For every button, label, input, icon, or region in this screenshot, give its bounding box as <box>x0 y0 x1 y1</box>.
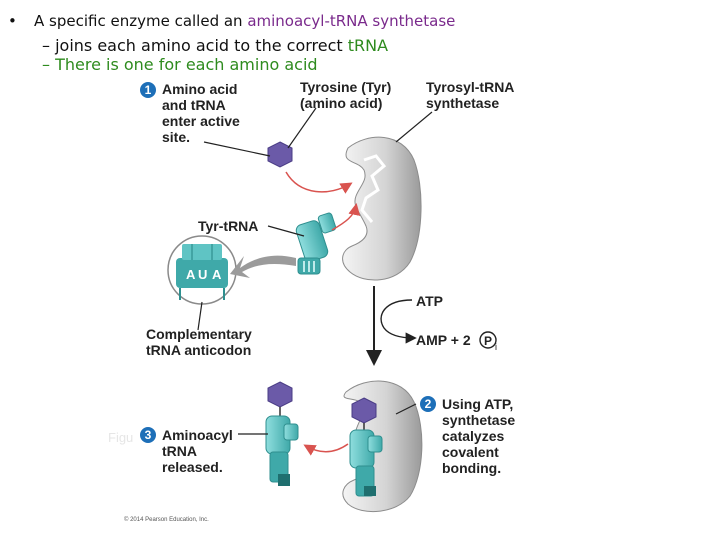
anticodon-label: Complementary tRNA anticodon <box>146 326 252 358</box>
subpoint-1-highlight: tRNA <box>347 36 389 55</box>
synthetase-label-line-1: Tyrosyl-tRNA <box>426 79 515 95</box>
anticodon-label-line-1: Complementary <box>146 326 252 342</box>
bound-trna <box>349 429 383 497</box>
subpoint-2: – There is one for each amino acid <box>42 55 318 74</box>
trna-entry-arrow <box>331 203 361 231</box>
subpoint-1: – joins each amino acid to the correct t… <box>42 36 388 55</box>
step-2-badge: 2 <box>420 396 436 412</box>
anticodon-loop <box>176 258 228 288</box>
bullet-symbol: • <box>8 12 17 30</box>
step-2-line-5: bonding. <box>442 460 502 476</box>
trna-top <box>295 212 337 275</box>
released-trna <box>265 415 299 486</box>
step-1-line-4: site. <box>162 129 191 145</box>
anticodon-leader-line <box>197 301 203 331</box>
anticodon-letter-3: A <box>212 267 222 282</box>
anticodon-letter-1: A <box>186 267 196 282</box>
step-3-line-2: tRNA <box>162 443 197 459</box>
step-1-line-3: enter active <box>162 113 240 129</box>
step-1-label: Amino acid and tRNA enter active site. <box>162 81 240 145</box>
anticodon-label-line-2: tRNA anticodon <box>146 342 252 358</box>
atp-arrow <box>380 299 417 344</box>
subpoint-2-dash: – <box>42 55 50 74</box>
tyrosine-amino-acid <box>267 141 293 168</box>
step-1-line-1: Amino acid <box>162 81 238 97</box>
tyrosine-leader-line <box>287 107 317 149</box>
anticodon-letter-2: U <box>198 267 207 282</box>
amp-label: AMP + 2 <box>416 332 471 348</box>
phosphate-letter: P <box>484 334 492 348</box>
bullet-text-prefix: A specific enzyme called an <box>34 12 248 30</box>
tyrosine-label: Tyrosine (Tyr) (amino acid) <box>300 79 391 111</box>
tyr-trna-leader-line <box>267 225 305 237</box>
step-3-line-1: Aminoacyl <box>162 427 233 443</box>
copyright-notice: © 2014 Pearson Education, Inc. <box>124 517 209 523</box>
step-2-label: Using ATP, synthetase catalyzes covalent… <box>442 396 515 476</box>
synthetase-label-line-2: synthetase <box>426 95 500 111</box>
step-3-line-3: released. <box>162 459 223 475</box>
figure-caption-ghost: Figu <box>108 430 134 445</box>
subpoint-1-dash: – <box>42 36 50 55</box>
bullet-text-highlight: aminoacyl-tRNA synthetase <box>247 12 456 30</box>
tyr-trna-label: Tyr-tRNA <box>198 218 259 234</box>
zoom-pointer-arrow <box>230 255 296 278</box>
atp-label: ATP <box>416 293 443 309</box>
step-3-badge: 3 <box>140 427 156 443</box>
tyrosine-label-line-1: Tyrosine (Tyr) <box>300 79 392 95</box>
step-1-badge: 1 <box>140 82 156 98</box>
synthetase-label: Tyrosyl-tRNA synthetase <box>426 79 514 111</box>
step2-leader-line <box>395 403 417 415</box>
synthetase-enzyme-top <box>342 136 422 281</box>
amino-acid-entry-arrow <box>285 171 353 194</box>
phosphate-subscript: i <box>495 342 497 352</box>
step-2-line-2: synthetase <box>442 412 516 428</box>
step-2-line-3: catalyzes <box>442 428 505 444</box>
synthetase-leader-line <box>395 111 433 143</box>
phosphate-circle <box>479 331 497 349</box>
active-site-pocket-top <box>360 154 387 223</box>
bullet-text: A specific enzyme called an aminoacyl-tR… <box>34 12 455 30</box>
step-1-line-2: and tRNA <box>162 97 226 113</box>
step-2-line-4: covalent <box>442 444 499 460</box>
subpoint-2-text: There is one for each amino acid <box>55 55 318 74</box>
tyrosine-label-line-2: (amino acid) <box>300 95 383 111</box>
release-arrow <box>303 443 349 456</box>
step-3-label: Aminoacyl tRNA released. <box>162 427 233 475</box>
step-2-line-1: Using ATP, <box>442 396 514 412</box>
subpoint-1-text: joins each amino acid to the correct <box>55 36 348 55</box>
